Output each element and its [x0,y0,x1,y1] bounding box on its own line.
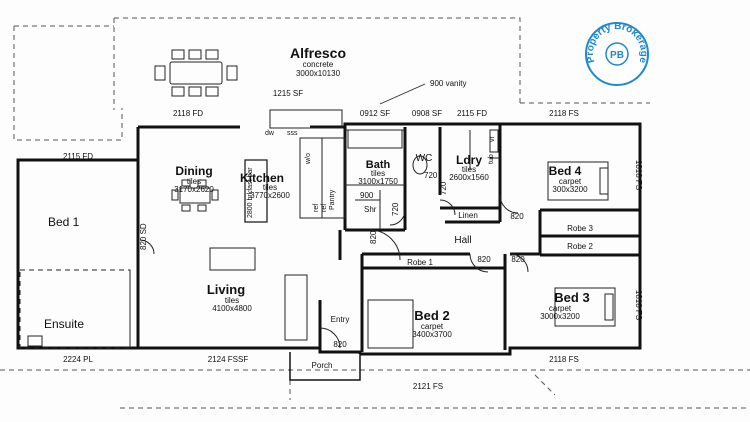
dining-name: Dining [175,164,212,178]
wc-label: WC [416,153,433,164]
dim-900-vanity: 900 vanity [430,79,466,88]
robe3-label: Robe 3 [567,224,593,233]
bed2-finish: carpet [421,322,444,331]
ldry-size: 2600x1560 [449,173,489,182]
dim-820-bed4: 820 [510,212,524,221]
wo-label: w/o [305,153,312,165]
vanity-leader [379,83,426,105]
robe2-label: Robe 2 [567,242,593,251]
bath-fixtures [27,129,499,347]
dim-820-bed2: 820 [477,255,491,264]
pantry-label: Pantry [329,189,336,210]
dim-2121fs: 2121 FS [413,382,443,391]
dim-820sd: 820 SD [139,223,148,250]
door-swings [139,194,529,349]
dim-2115fd-left: 2115 FD [63,152,93,161]
dim-1818fs-bottom: 1818 FS [634,290,643,320]
dim-720-bath: 720 [391,202,400,216]
bed3-size: 3000x3200 [540,312,580,321]
bed4-name: Bed 4 [549,164,582,178]
bed3-name: Bed 3 [554,290,589,305]
living-finish: tiles [225,296,239,305]
hall-label: Hall [454,235,471,246]
alfresco-table-setting [154,49,238,97]
shr-label: Shr [364,205,377,214]
dimension-labels: 2118 FD 1215 SF 900 vanity 0912 SF 0908 … [63,79,643,391]
sss-label: sss [287,130,298,137]
brokerage-logo: Property Brokerage PB [585,21,649,86]
porch-outline [289,352,361,381]
ref2-label: ref [321,204,328,212]
bed4-finish: carpet [559,177,582,186]
bath-name: Bath [366,159,391,171]
dim-1818fs-top: 1818 FS [634,160,643,190]
thin-partitions [19,109,500,349]
living-size: 4100x4800 [212,304,252,313]
living-name: Living [207,282,245,297]
dim-2118fs-bottom: 2118 FS [549,355,579,364]
dim-720-ldry: 720 [439,181,448,195]
fixture-labels: dw sss ref ref w/o vr tub [265,130,496,212]
ldry-finish: tiles [462,165,476,174]
robe1-label: Robe 1 [407,258,433,267]
bed4-size: 300x3200 [552,185,588,194]
kitchen-island [244,159,268,223]
tub-label: tub [488,154,495,164]
linen-label: Linen [458,211,478,220]
dining-finish: tiles [187,177,201,186]
dim-2118fd-top: 2118 FD [173,109,203,118]
bed1-name: Bed 1 [48,215,80,229]
dim-820-entry: 820 [333,340,347,349]
kitchen-finish: tiles [263,183,277,192]
dim-2115fd: 2115 FD [457,109,487,118]
dim-2118fs-top: 2118 FS [549,109,579,118]
ldry-name: Ldry [456,153,482,167]
bed-furniture [367,161,616,349]
dim-0908sf: 0908 SF [412,109,442,118]
ref-label: ref [313,204,320,212]
logo-initials: PB [610,50,624,61]
vr-label: vr [489,136,496,143]
dim-900-shr: 900 [360,191,374,200]
entry-label: Entry [331,315,350,324]
alfresco-name: Alfresco [290,45,346,61]
dining-table-setting [171,179,219,212]
dining-size: 3170x2620 [174,185,214,194]
kitchen-name: Kitchen [240,171,284,185]
dim-0912sf: 0912 SF [360,109,390,118]
room-labels: Alfresco concrete 3000x10130 Dining tile… [44,45,593,370]
dim-2224pl: 2224 PL [63,355,93,364]
bed2-name: Bed 2 [414,308,449,323]
bed2-size: 3400x3700 [412,330,452,339]
dim-1215sf: 1215 SF [273,89,303,98]
kitchen-size: 3770x2600 [250,191,290,200]
dim-820-bed3: 820 [511,255,525,264]
ensuite-name: Ensuite [44,317,84,331]
dim-720-wc: 720 [424,171,438,180]
dim-820-hall: 820 [369,230,378,244]
dim-2124fssf: 2124 FSSF [208,355,249,364]
property-boundary-lines [0,17,750,409]
dw-label: dw [265,130,275,137]
alfresco-size: 3000x10130 [296,69,341,78]
bath-finish: tiles [371,169,385,178]
bed3-finish: carpet [549,304,572,313]
porch-label: Porch [312,361,333,370]
alfresco-finish: concrete [303,60,334,69]
breakfast-bar-label: 2800 brkfast bar [247,167,254,218]
bath-size: 3100x1750 [358,177,398,186]
living-furniture [209,247,308,341]
